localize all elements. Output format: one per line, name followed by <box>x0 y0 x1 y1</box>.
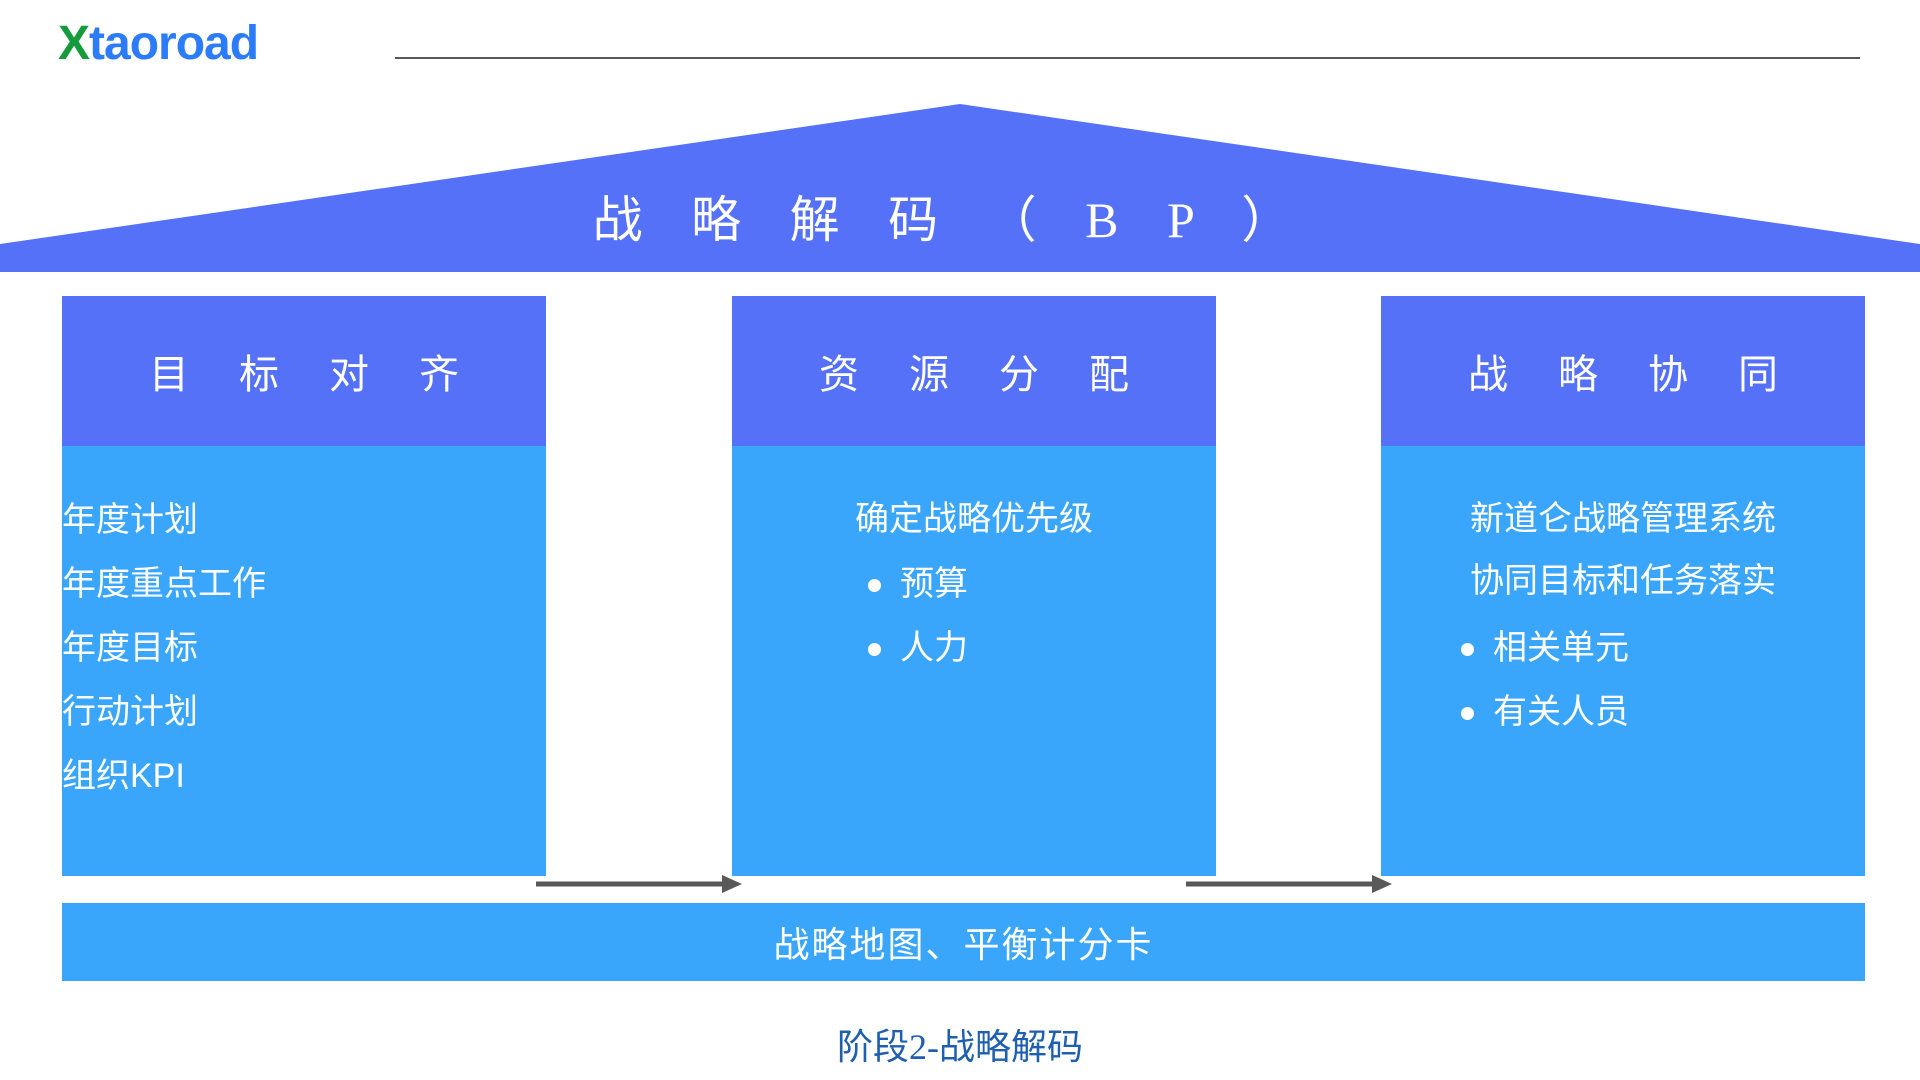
pillar-2-body: 确定战略优先级 预算 人力 <box>732 446 1216 876</box>
pillar-goal-alignment[interactable]: 目 标 对 齐 年度计划 年度重点工作 年度目标 行动计划 组织KPI <box>30 296 546 876</box>
list-item: 有关人员 <box>1461 680 1865 744</box>
logo-wordmark: taoroad <box>89 17 259 70</box>
pillar-1-bullet-list: 年度计划 年度重点工作 年度目标 行动计划 组织KPI <box>30 488 546 808</box>
list-item: 年度目标 <box>30 616 546 680</box>
page-caption: 阶段2-战略解码 <box>0 1018 1920 1070</box>
list-item: 行动计划 <box>30 680 546 744</box>
pillar-3-line-2: 协同目标和任务落实 <box>1470 562 1776 600</box>
list-item: 年度重点工作 <box>30 552 546 616</box>
arrow-pillar1-to-pillar2 <box>536 874 742 894</box>
roof-banner: 战 略 解 码 （ B P ） <box>0 104 1920 272</box>
brand-logo: Xtaoroad <box>58 14 259 74</box>
list-item: 预算 <box>868 552 1216 616</box>
logo-letter-x: X <box>58 17 90 70</box>
caption-label: 阶段2-战略解码 <box>837 1027 1083 1067</box>
foundation-label: 战略地图、平衡计分卡 <box>773 924 1154 965</box>
header-divider-line <box>395 57 1860 59</box>
pillar-2-header-label: 资 源 分 配 <box>819 352 1149 397</box>
pillar-1-header: 目 标 对 齐 <box>62 296 546 446</box>
pillar-resource-allocation[interactable]: 资 源 分 配 确定战略优先级 预算 人力 <box>732 296 1216 876</box>
pillar-1-body: 年度计划 年度重点工作 年度目标 行动计划 组织KPI <box>30 446 546 876</box>
arrow-right-icon <box>536 875 742 893</box>
pillar-1-header-label: 目 标 对 齐 <box>149 352 479 397</box>
list-item: 人力 <box>868 616 1216 680</box>
arrow-right-icon <box>1186 875 1392 893</box>
pillar-3-line-1: 新道仑战略管理系统 <box>1470 500 1776 538</box>
pillar-3-header: 战 略 协 同 <box>1381 296 1865 446</box>
roof-triangle-shape <box>0 104 1920 272</box>
pillar-2-header: 资 源 分 配 <box>732 296 1216 446</box>
list-item: 组织KPI <box>30 744 546 808</box>
list-item: 相关单元 <box>1461 616 1865 680</box>
pillar-3-body: 新道仑战略管理系统 协同目标和任务落实 相关单元 有关人员 <box>1381 446 1865 876</box>
pillar-2-line: 确定战略优先级 <box>855 500 1093 538</box>
arrow-pillar2-to-pillar3 <box>1186 874 1392 894</box>
pillar-3-header-label: 战 略 协 同 <box>1468 352 1798 397</box>
pillar-3-bullet-list: 相关单元 有关人员 <box>1461 616 1865 744</box>
list-item: 年度计划 <box>30 488 546 552</box>
pillars-row: 目 标 对 齐 年度计划 年度重点工作 年度目标 行动计划 组织KPI 资 源 … <box>0 296 1920 893</box>
page-header: Xtaoroad <box>0 0 1920 100</box>
pillar-strategy-collaboration[interactable]: 战 略 协 同 新道仑战略管理系统 协同目标和任务落实 相关单元 有关人员 <box>1381 296 1865 876</box>
pillar-2-bullet-list: 预算 人力 <box>868 552 1216 680</box>
foundation-bar[interactable]: 战略地图、平衡计分卡 <box>62 903 1865 981</box>
